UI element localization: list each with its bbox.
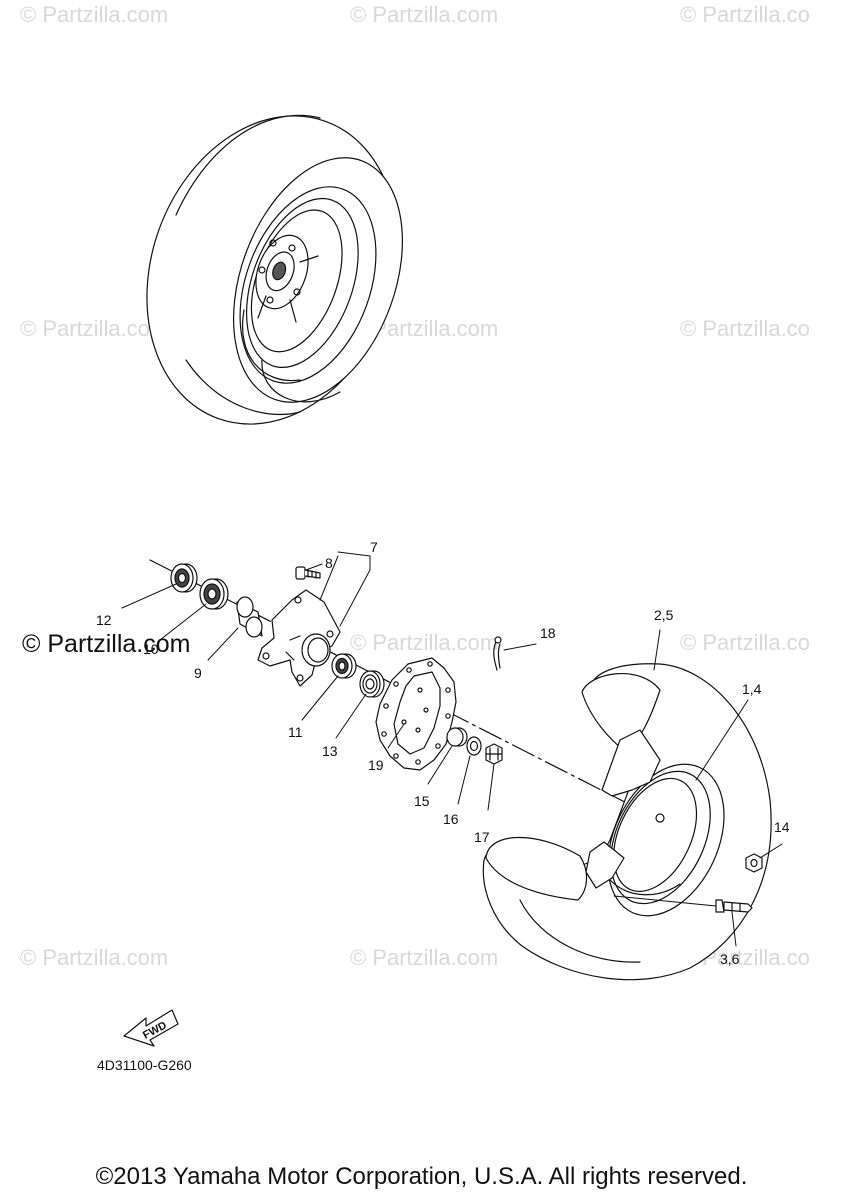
wheel-rim-1-4 (585, 729, 725, 917)
watermark: © Partzilla.co (680, 2, 810, 27)
callout-15: 15 (414, 793, 430, 809)
cotter-pin-18 (493, 636, 502, 671)
watermark: © Partzilla.com (20, 316, 169, 341)
callout-10: 10 (143, 641, 159, 657)
callout-12: 12 (96, 612, 112, 628)
valve-3-6 (715, 899, 753, 913)
callout-2-5: 2,5 (654, 607, 674, 623)
washer-16 (466, 736, 482, 756)
watermark: © Partzilla.co (680, 316, 810, 341)
callout-9: 9 (194, 665, 202, 681)
oil-seal-13 (359, 670, 385, 698)
callout-19: 19 (368, 757, 384, 773)
callout-14: 14 (774, 819, 790, 835)
callout-13: 13 (322, 743, 338, 759)
bearing-12 (170, 563, 198, 593)
leader-lines (121, 551, 783, 947)
watermark: © Partzilla.com (20, 945, 169, 970)
callout-11: 11 (288, 724, 303, 740)
watermark: © Partzilla.com (350, 630, 499, 655)
castle-nut-17 (485, 743, 503, 765)
callout-8: 8 (325, 555, 333, 571)
hub-7 (257, 589, 341, 687)
bearing-10 (199, 578, 229, 610)
assembled-wheel (146, 114, 403, 425)
callout-17: 17 (474, 829, 490, 845)
hub-bolt-8 (295, 566, 321, 580)
watermark: © Partzilla.com (20, 2, 169, 27)
fwd-arrow-icon (123, 1009, 179, 1047)
oil-seal-11 (331, 653, 357, 679)
spacer-9 (236, 596, 263, 638)
callout-3-6: 3,6 (720, 951, 740, 967)
collar-15 (446, 727, 468, 747)
callout-1-4: 1,4 (742, 681, 762, 697)
callout-18: 18 (540, 625, 556, 641)
watermark: © Partzilla.com (350, 945, 499, 970)
callout-7: 7 (370, 539, 378, 555)
diagram-code: 4D31100-G260 (97, 1057, 192, 1073)
watermark: © Partzilla.co (680, 630, 810, 655)
nut-14 (745, 853, 763, 873)
watermark: © Partzilla.com (350, 2, 499, 27)
axis-line (149, 559, 661, 821)
callout-16: 16 (443, 811, 459, 827)
watermark-prominent: © Partzilla.com (22, 630, 191, 658)
copyright-notice: ©2013 Yamaha Motor Corporation, U.S.A. A… (95, 1163, 748, 1190)
brake-disc-19 (375, 657, 457, 771)
